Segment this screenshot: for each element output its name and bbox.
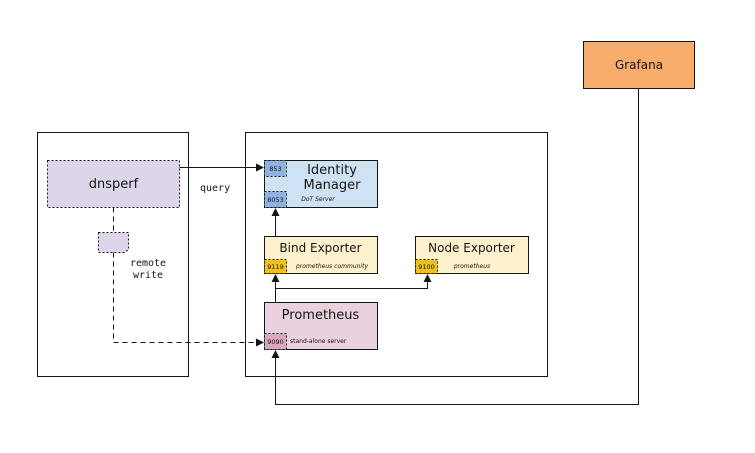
identity-manager-label: Identity Manager (303, 163, 361, 193)
port-853-label: 853 (269, 164, 282, 173)
edge-grafana-to-prometheus (271, 88, 639, 405)
port-9090-label: 9090 (267, 337, 284, 346)
dnsperf-label: dnsperf (88, 176, 139, 192)
remote-write-doc-icon (98, 232, 129, 253)
edge-remote-write (113, 252, 264, 347)
grafana-node (583, 41, 695, 89)
port-9119-label: 9119 (267, 262, 284, 271)
port-9100-label: 9100 (418, 262, 435, 271)
edge-remote-write-label: remote write (129, 258, 167, 281)
prometheus-sublabel: stand-alone server (290, 337, 347, 345)
node-exporter-label: Node Exporter (428, 241, 515, 255)
bind-exporter-label: Bind Exporter (279, 241, 362, 255)
edge-prometheus-to-node-exporter (275, 274, 432, 289)
port-9100 (415, 259, 438, 274)
identity-manager-sublabel: DoT Server (301, 195, 335, 203)
port-9090 (264, 333, 287, 350)
port-8053 (264, 191, 287, 208)
grafana-label: Grafana (614, 58, 664, 72)
port-8053-label: 8053 (267, 195, 284, 204)
edge-query-label: query (200, 182, 231, 194)
node-exporter-sublabel: prometheus (453, 262, 491, 270)
port-853 (264, 160, 287, 177)
prometheus-label: Prometheus (281, 307, 360, 323)
bind-exporter-sublabel: prometheus community (296, 262, 368, 270)
port-9119 (264, 259, 287, 274)
